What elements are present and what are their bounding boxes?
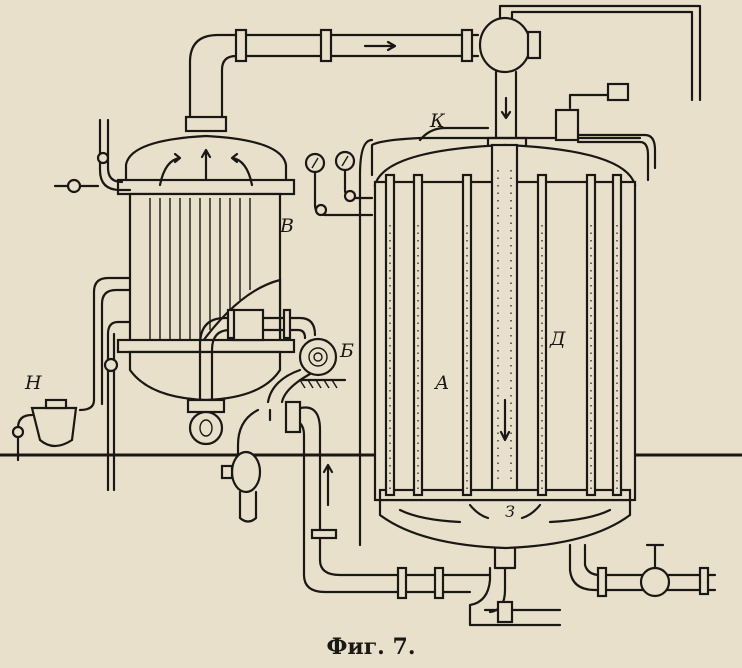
label-condenser: В xyxy=(280,215,294,237)
label-tank: А xyxy=(435,372,450,394)
figure-caption: Фиг. 7. xyxy=(326,634,416,660)
left-piping xyxy=(11,118,132,492)
label-bottom: З xyxy=(505,502,515,521)
label-tube: Д xyxy=(550,328,566,350)
label-pump: Б xyxy=(340,340,354,362)
pump xyxy=(198,308,347,537)
tank xyxy=(358,82,657,570)
label-collector: Н xyxy=(25,372,42,394)
condenser xyxy=(116,115,296,446)
vapor-pipe xyxy=(188,28,480,122)
separator xyxy=(478,4,702,150)
pressure-gauges xyxy=(304,150,374,217)
label-valve: К xyxy=(430,110,445,132)
bottom-piping xyxy=(302,528,717,627)
